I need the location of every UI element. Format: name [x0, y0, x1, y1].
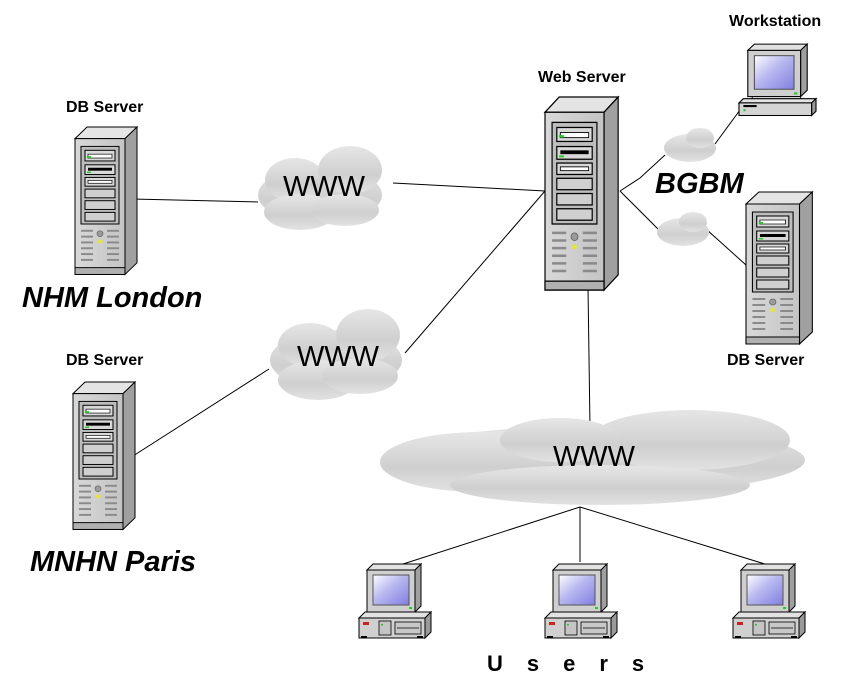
edge-db-cloud-dbserver: [705, 228, 747, 266]
cloud-users-label: WWW: [553, 441, 636, 473]
edge-london-cloud: [131, 198, 259, 203]
bgbm-site-label: BGBM: [655, 168, 744, 200]
edge-users-cloud-user3: [579, 506, 769, 566]
edge-ws-cloud-workstation: [714, 109, 741, 145]
server-icon-london[interactable]: [74, 126, 138, 275]
workstation-icon[interactable]: [738, 43, 817, 117]
server-icon-bgbm[interactable]: [745, 191, 813, 345]
users-label: Users: [487, 651, 669, 676]
edge-users-cloud-user1: [399, 506, 581, 566]
cloud-paris: WWW: [270, 309, 402, 400]
cloud-london: WWW: [258, 146, 382, 230]
edge-webserver-ws-cloud: [619, 154, 666, 192]
user-pc-icon-2[interactable]: [544, 563, 618, 639]
edge-cloud-webserver: [392, 182, 546, 192]
cloud-london-label: WWW: [283, 171, 366, 203]
edge-webserver-users-cloud: [587, 286, 591, 429]
paris-server-label: DB Server: [66, 352, 144, 369]
web-server-label: Web Server: [538, 69, 626, 86]
london-server-label: DB Server: [66, 99, 144, 116]
cloud-users: WWW: [380, 410, 805, 505]
edge-paris-cloud: [132, 368, 270, 457]
london-site-label: NHM London: [22, 282, 203, 314]
bgbm-server-label: DB Server: [727, 352, 805, 369]
paris-site-label: MNHN Paris: [30, 546, 196, 578]
edge-webserver-db-cloud: [619, 190, 661, 232]
cloud-bgbm-dbserver: [657, 212, 709, 246]
server-icon-paris[interactable]: [72, 381, 136, 530]
user-pc-icon-1[interactable]: [358, 563, 432, 639]
user-pc-icon-3[interactable]: [732, 563, 806, 639]
edge-cloud2-webserver: [404, 190, 546, 354]
server-icon-web[interactable]: [544, 96, 619, 291]
cloud-paris-label: WWW: [297, 341, 380, 373]
cloud-bgbm-workstation: [664, 128, 716, 162]
workstation-label: Workstation: [729, 13, 822, 30]
